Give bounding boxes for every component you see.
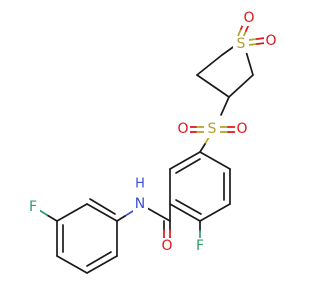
amide-hydrogen-label: H [135, 177, 145, 192]
bond-ring-s-o2-b [256, 42, 266, 45]
bond-b1-b2 [199, 151, 231, 170]
bond-s-ring-b [199, 143, 206, 153]
bond-p2-p3 [56, 203, 88, 222]
bond-ring-s-o2-c [248, 38, 258, 41]
ring-oxygen-1-label: O [243, 10, 254, 26]
bond-ring-c1-c2 [196, 54, 223, 76]
bond-ring-s-o1-c [237, 28, 242, 37]
bonds [38, 21, 266, 274]
bond-ring-s-o2-d [256, 37, 266, 40]
sulfonyl-oxygen-1-label: O [177, 121, 188, 137]
bond-b4-b5 [169, 203, 201, 222]
bond-c4-s [220, 96, 230, 116]
bond-p5-p6-inner [86, 251, 112, 267]
atom-labels: S O O S O O N H O F F [27, 10, 278, 254]
bond-n-ring-a [124, 210, 134, 217]
carbonyl-oxygen-label: O [161, 238, 172, 254]
molecule-structure: S O O S O O N H O F F [27, 10, 278, 274]
bond-p5-p6 [86, 255, 118, 274]
bond-ring-c4-c1 [196, 74, 230, 98]
bond-s-ring-a [204, 136, 210, 145]
ring-oxygen-2-label: O [265, 33, 276, 49]
ring-sulfur-label: S [237, 36, 246, 52]
sulfonyl-sulfur-label: S [208, 121, 217, 137]
bond-p1-p2-inner [89, 198, 116, 215]
bond-b6-b1 [169, 151, 201, 170]
phenyl-fluorine-label: F [29, 199, 37, 215]
bond-b6-b1-inner [175, 158, 201, 174]
bond-p3-f-a [46, 214, 58, 222]
bond-b3-b4 [199, 203, 231, 222]
bond-p3-f-b [38, 209, 48, 216]
bond-ring-s-o2-a [247, 43, 258, 46]
bond-b4-b5-inner [175, 199, 202, 215]
bond-n-ring-b [116, 215, 126, 222]
bond-p1-p2 [86, 203, 118, 222]
sulfonyl-oxygen-2-label: O [236, 121, 247, 137]
amide-nitrogen-label: N [135, 196, 145, 212]
bond-p4-p5 [56, 255, 88, 274]
bond-ring-c3-c4 [228, 74, 254, 98]
benzamide-fluorine-label: F [196, 238, 204, 254]
